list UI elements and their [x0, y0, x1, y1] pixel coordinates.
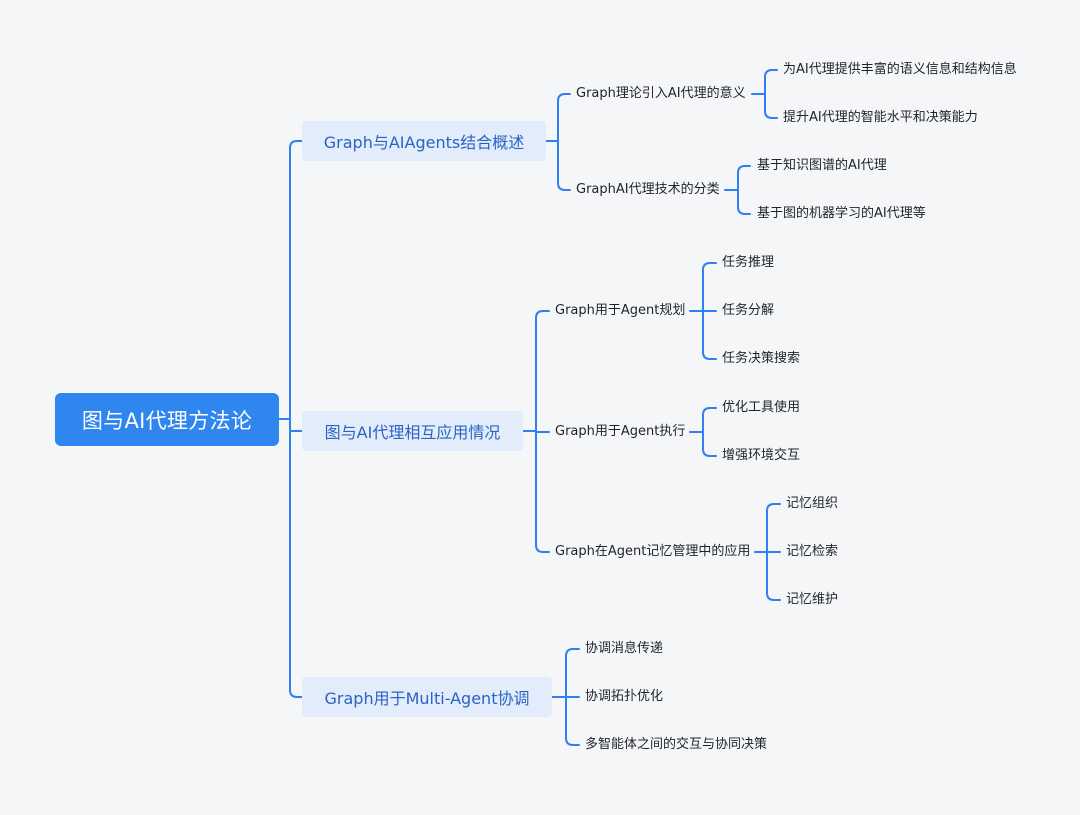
connector-branch-2	[551, 648, 580, 746]
leaf-node[interactable]: 记忆组织	[786, 496, 839, 511]
leaf-node[interactable]: 协调消息传递	[585, 641, 664, 656]
leaf-node[interactable]: 记忆维护	[786, 592, 839, 607]
root-node[interactable]: 图与AI代理方法论	[55, 393, 279, 446]
leaf-node[interactable]: 增强环境交互	[722, 448, 801, 463]
leaf-node[interactable]: 提升AI代理的智能水平和决策能力	[783, 110, 978, 125]
leaf-node[interactable]: 任务决策搜索	[722, 351, 801, 366]
branch-node-overview[interactable]: Graph与AIAgents结合概述	[302, 121, 546, 161]
leaf-node[interactable]: 任务推理	[722, 255, 775, 270]
branch-node-applications[interactable]: 图与AI代理相互应用情况	[302, 411, 523, 451]
leaf-node[interactable]: 基于知识图谱的AI代理	[757, 158, 887, 173]
sub-node-tech-classification[interactable]: GraphAI代理技术的分类	[576, 182, 720, 197]
sub-node-agent-execution[interactable]: Graph用于Agent执行	[555, 424, 686, 439]
branch-node-multi-agent[interactable]: Graph用于Multi-Agent协调	[302, 677, 552, 717]
connector-sub-1-0	[689, 262, 717, 360]
leaf-node[interactable]: 记忆检索	[786, 544, 839, 559]
connector-sub-0-1	[724, 165, 751, 215]
connector-sub-1-2	[754, 503, 781, 601]
connector-branch-1	[522, 310, 550, 553]
sub-node-graph-significance[interactable]: Graph理论引入AI代理的意义	[576, 86, 746, 101]
sub-node-agent-planning[interactable]: Graph用于Agent规划	[555, 303, 686, 318]
connector-sub-1-1	[689, 407, 717, 457]
leaf-node[interactable]: 协调拓扑优化	[585, 689, 664, 704]
leaf-node[interactable]: 为AI代理提供丰富的语义信息和结构信息	[783, 62, 1017, 77]
connector-sub-0-0	[751, 69, 778, 119]
connector-branch-0	[545, 93, 571, 191]
leaf-node[interactable]: 基于图的机器学习的AI代理等	[757, 206, 926, 221]
leaf-node[interactable]: 任务分解	[722, 303, 775, 318]
sub-node-memory-management[interactable]: Graph在Agent记忆管理中的应用	[555, 544, 751, 559]
leaf-node[interactable]: 优化工具使用	[722, 400, 801, 415]
connector-root	[278, 140, 303, 698]
leaf-node[interactable]: 多智能体之间的交互与协同决策	[585, 737, 768, 752]
